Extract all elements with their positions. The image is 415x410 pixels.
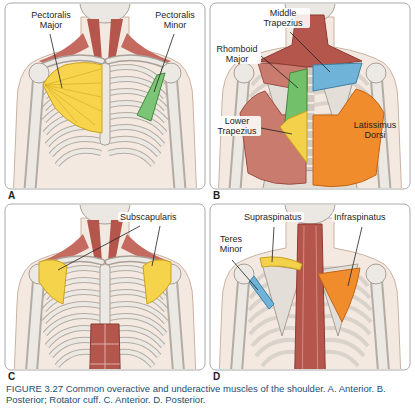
panel-letter: D	[213, 371, 220, 382]
leader-lines	[50, 32, 362, 290]
teres-minor	[249, 276, 274, 309]
pectoralis-minor	[137, 73, 165, 121]
muscle-label: Pectoralis Minor	[148, 10, 202, 30]
muscle-label: Supraspinatus	[242, 212, 304, 222]
lower-trapezius	[280, 111, 307, 163]
middle-trapezius	[313, 63, 362, 91]
muscle-label: Lower Trapezius	[213, 116, 261, 136]
figure-caption: FIGURE 3.27 Common overactive and undera…	[6, 383, 409, 406]
anterior-skeleton	[13, 184, 197, 404]
subscapularis	[39, 260, 67, 304]
posterior-torso	[218, 0, 402, 203]
muscle-label: Rhomboid Major	[213, 44, 261, 64]
muscle-label: Latissimus Dorsi	[348, 120, 402, 140]
spinal-muscles	[294, 224, 326, 404]
panel-letter: C	[8, 371, 15, 382]
posterior-skeleton	[218, 184, 402, 404]
supraspinatus	[260, 257, 302, 270]
anterior-torso	[13, 0, 197, 203]
muscle-label: Pectoralis Major	[24, 10, 78, 30]
infraspinatus	[318, 268, 360, 322]
pectoralis-major	[43, 63, 102, 134]
muscle-label: Subscapularis	[118, 212, 179, 222]
panel-letter: B	[213, 190, 220, 201]
muscle-label: Teres Minor	[212, 234, 250, 254]
muscle-label: Middle Trapezius	[256, 8, 310, 28]
subscapularis	[143, 260, 171, 304]
muscle-label: Infraspinatus	[332, 212, 388, 222]
panel-letter: A	[8, 190, 15, 201]
